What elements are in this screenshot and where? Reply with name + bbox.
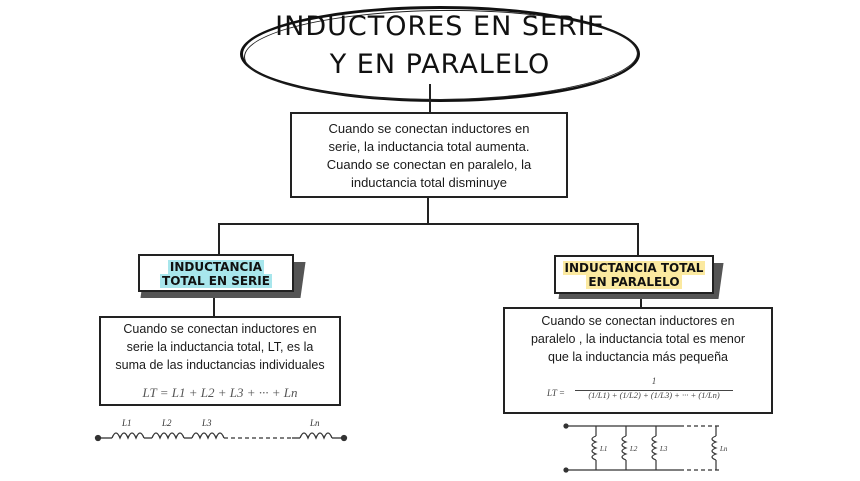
connector-left-down bbox=[218, 223, 220, 255]
paralelo-tag-line-2: EN PARALELO bbox=[586, 275, 682, 289]
serie-circuit-label: L1 bbox=[121, 418, 132, 428]
serie-formula: LT = L1 + L2 + L3 + ··· + Ln bbox=[142, 385, 298, 400]
paralelo-circuit-label: L1 bbox=[599, 445, 607, 453]
title-line-1: INDUCTORES EN SERIE bbox=[275, 11, 605, 42]
title-line-2: Y EN PARALELO bbox=[329, 49, 551, 80]
summary-line: Cuando se conectan en paralelo, la bbox=[326, 157, 532, 172]
page-title: INDUCTORES EN SERIE Y EN PARALELO bbox=[240, 8, 640, 84]
paralelo-line: Cuando se conectan inductores en bbox=[541, 314, 735, 328]
serie-circuit-label: L3 bbox=[201, 418, 212, 428]
paralelo-circuit-label: Ln bbox=[719, 445, 728, 453]
paralelo-circuit: L1 L2 L3 Ln bbox=[563, 423, 728, 473]
connector-title-summary bbox=[429, 84, 431, 112]
serie-circuit: L1 L2 L3 Ln bbox=[94, 418, 348, 442]
paralelo-line: paralelo , la inductancia total es menor bbox=[530, 332, 745, 346]
serie-circuit-label: L2 bbox=[161, 418, 172, 428]
summary-line: inductancia total disminuye bbox=[350, 175, 508, 190]
serie-tag-line-2: TOTAL EN SERIE bbox=[160, 274, 272, 288]
serie-line: suma de las inductancias individuales bbox=[115, 358, 325, 372]
paralelo-tag: INDUCTANCIA TOTAL EN PARALELO bbox=[554, 255, 714, 294]
serie-line: serie la inductancia total, LT, es la bbox=[126, 340, 314, 354]
connector-summary-down bbox=[427, 196, 429, 224]
connector-paralelo-box bbox=[640, 295, 642, 308]
title-oval bbox=[240, 6, 640, 102]
summary-line: serie, la inductancia total aumenta. bbox=[328, 139, 530, 154]
serie-line: Cuando se conectan inductores en bbox=[123, 322, 317, 336]
paralelo-circuit-label: L3 bbox=[659, 445, 668, 453]
paralelo-formula-lhs: LT = bbox=[547, 388, 565, 398]
paralelo-formula-den: (1/L1) + (1/L2) + (1/L3) + ··· + (1/Ln) bbox=[588, 390, 720, 400]
paralelo-box: Cuando se conectan inductores en paralel… bbox=[503, 307, 773, 414]
paralelo-line: que la inductancia más pequeña bbox=[548, 350, 728, 364]
paralelo-tag-line-1: INDUCTANCIA TOTAL bbox=[562, 261, 706, 275]
connector-horizontal bbox=[218, 223, 638, 225]
paralelo-formula: LT = 1 (1/L1) + (1/L2) + (1/L3) + ··· + … bbox=[505, 372, 771, 406]
connector-right-down bbox=[637, 223, 639, 255]
serie-box: Cuando se conectan inductores en serie l… bbox=[99, 316, 341, 406]
summary-line: Cuando se conectan inductores en bbox=[328, 121, 530, 136]
serie-circuit-label: Ln bbox=[309, 418, 320, 428]
serie-tag: INDUCTANCIA TOTAL EN SERIE bbox=[138, 254, 294, 292]
paralelo-circuit-label: L2 bbox=[629, 445, 638, 453]
summary-box: Cuando se conectan inductores en serie, … bbox=[290, 112, 568, 198]
serie-tag-line-1: INDUCTANCIA bbox=[167, 260, 265, 274]
paralelo-formula-num: 1 bbox=[575, 372, 733, 391]
connector-serie-box bbox=[213, 295, 215, 317]
